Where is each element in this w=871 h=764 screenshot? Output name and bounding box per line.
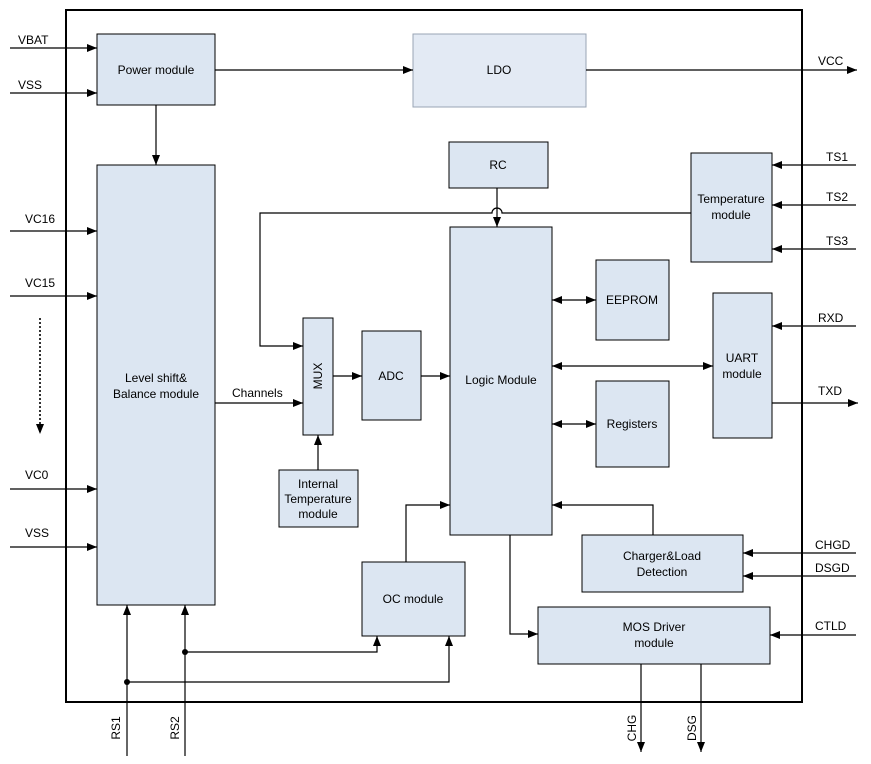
temperature-module-label-line2: module bbox=[711, 208, 751, 222]
temperature-module-label-line1: Temperature bbox=[697, 192, 765, 206]
rc-box bbox=[448, 141, 549, 189]
charger-load-label-line1: Charger&Load bbox=[623, 549, 701, 563]
internal-temperature-label-line2: Temperature bbox=[284, 492, 352, 506]
charger-load-label-line2: Detection bbox=[637, 565, 688, 579]
mux-block: MUX bbox=[302, 317, 334, 436]
power-module-label: Power module bbox=[118, 63, 195, 77]
chg-pin-label: CHG bbox=[625, 715, 639, 742]
oc-module-label: OC module bbox=[383, 592, 444, 606]
dsgd-pin-label: DSGD bbox=[815, 561, 850, 575]
rc-label: RC bbox=[489, 158, 507, 172]
internal-temperature-label-line3: module bbox=[298, 507, 338, 521]
chgd-pin-label: CHGD bbox=[815, 538, 851, 552]
level-shift-label-line2: Balance module bbox=[113, 387, 199, 401]
logic-module-box bbox=[449, 226, 553, 536]
vc0-pin-label: VC0 bbox=[25, 468, 49, 482]
rs1-to-oc-arrow bbox=[127, 636, 453, 683]
logic-module-label: Logic Module bbox=[465, 373, 537, 387]
temperature-module-block: Temperature module bbox=[690, 152, 773, 263]
eeprom-block: EEPROM bbox=[595, 259, 670, 341]
ts2-pin-label: TS2 bbox=[826, 190, 848, 204]
rc-block: RC bbox=[448, 141, 549, 189]
level-shift-balance-box bbox=[96, 164, 216, 606]
vc15-pin-label: VC15 bbox=[25, 276, 55, 290]
adc-block: ADC bbox=[361, 330, 422, 421]
vbat-pin-label: VBAT bbox=[18, 33, 49, 47]
oc-module-block: OC module bbox=[361, 561, 466, 637]
power-module-box bbox=[96, 33, 216, 106]
mos-driver-label-line2: module bbox=[634, 636, 674, 650]
rs2-to-oc-arrow bbox=[185, 636, 381, 653]
level-shift-balance-block: Level shift& Balance module bbox=[96, 164, 216, 606]
rs2-pin-label: RS2 bbox=[168, 716, 182, 740]
mos-driver-label-line1: MOS Driver bbox=[623, 620, 686, 634]
registers-block: Registers bbox=[595, 380, 670, 468]
oc-module-box bbox=[361, 561, 466, 637]
level-shift-label-line1: Level shift& bbox=[125, 371, 187, 385]
power-module-block: Power module bbox=[96, 33, 216, 106]
ts1-pin-label: TS1 bbox=[826, 150, 848, 164]
channels-label: Channels bbox=[232, 386, 283, 400]
internal-temperature-block: Internal Temperature module bbox=[278, 469, 359, 528]
vcc-pin-label: VCC bbox=[818, 54, 844, 68]
charger-load-detection-block: Charger&Load Detection bbox=[581, 534, 744, 593]
vc16-pin-label: VC16 bbox=[25, 212, 55, 226]
mos-driver-block: MOS Driver module bbox=[537, 606, 771, 665]
ldo-box bbox=[412, 33, 587, 108]
vss-top-pin-label: VSS bbox=[18, 78, 42, 92]
ldo-label: LDO bbox=[487, 63, 512, 77]
temperature-module-box bbox=[690, 152, 773, 263]
registers-box bbox=[595, 380, 670, 468]
charger-to-logic-arrow bbox=[552, 501, 654, 535]
logic-to-mos-driver-arrow bbox=[509, 535, 538, 638]
oc-to-logic-arrow bbox=[405, 501, 450, 562]
dsg-pin-label: DSG bbox=[685, 715, 699, 741]
eeprom-box bbox=[595, 259, 670, 341]
uart-module-label-line2: module bbox=[722, 367, 762, 381]
rxd-pin-label: RXD bbox=[818, 311, 844, 325]
registers-label: Registers bbox=[607, 417, 658, 431]
uart-module-label-line1: UART bbox=[726, 351, 759, 365]
mux-label: MUX bbox=[311, 363, 325, 390]
temperature-to-mux-arrow bbox=[259, 207, 691, 350]
charger-load-detection-box bbox=[581, 534, 744, 593]
ts3-pin-label: TS3 bbox=[826, 234, 848, 248]
uart-module-block: UART module bbox=[712, 292, 773, 439]
internal-temperature-box bbox=[278, 469, 359, 528]
mux-box bbox=[302, 317, 334, 436]
vss-bottom-pin-label: VSS bbox=[25, 526, 49, 540]
logic-module-block: Logic Module bbox=[449, 226, 553, 536]
eeprom-label: EEPROM bbox=[606, 293, 658, 307]
mos-driver-box bbox=[537, 606, 771, 665]
txd-pin-label: TXD bbox=[818, 384, 842, 398]
ldo-block: LDO bbox=[412, 33, 587, 108]
uart-module-box bbox=[712, 292, 773, 439]
ctld-pin-label: CTLD bbox=[815, 619, 847, 633]
adc-label: ADC bbox=[378, 369, 404, 383]
internal-temperature-label-line1: Internal bbox=[298, 477, 338, 491]
rs1-pin-label: RS1 bbox=[109, 716, 123, 740]
